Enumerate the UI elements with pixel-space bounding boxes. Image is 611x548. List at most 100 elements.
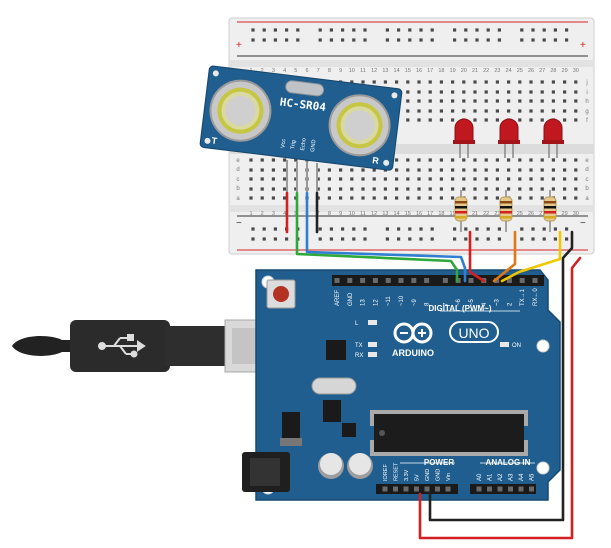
breadboard-hole: [439, 80, 443, 84]
rail-hole: [251, 38, 255, 42]
breadboard-hole: [518, 168, 522, 172]
breadboard-hole: [529, 158, 533, 162]
breadboard-hole: [395, 187, 399, 191]
column-number: 22: [483, 68, 489, 74]
column-number: 10: [349, 211, 355, 217]
rail-plus-sign: +: [580, 40, 586, 51]
breadboard-hole: [417, 80, 421, 84]
breadboard-hole: [540, 90, 544, 94]
breadboard-hole: [574, 99, 578, 103]
capacitor-2: [347, 453, 373, 479]
breadboard-hole: [260, 168, 264, 172]
rail-minus-sign: −: [236, 218, 242, 229]
led-tx-label: TX: [355, 343, 363, 349]
breadboard-hole: [518, 158, 522, 162]
column-number: 3: [272, 211, 275, 217]
header-pin: [360, 278, 366, 283]
breadboard-hole: [563, 187, 567, 191]
led-rx-label: RX: [355, 353, 363, 359]
rail-hole: [486, 237, 490, 241]
breadboard-hole: [473, 196, 477, 200]
power-pin-label: RESET: [394, 462, 400, 481]
sensor-model-label: HC-SR04: [279, 95, 327, 114]
breadboard-hole: [473, 118, 477, 122]
rail-hole: [363, 237, 367, 241]
breadboard-hole: [283, 177, 287, 181]
receiver-transducer: [328, 94, 391, 157]
arduino-logo: ARDUINO UNO: [392, 321, 499, 358]
column-number: 16: [416, 211, 422, 217]
breadboard-hole: [327, 168, 331, 172]
breadboard-hole: [540, 99, 544, 103]
breadboard-hole: [551, 80, 555, 84]
breadboard-hole: [551, 90, 555, 94]
row-letter: a: [236, 196, 240, 202]
breadboard-hole: [462, 90, 466, 94]
breadboard-hole: [350, 80, 354, 84]
breadboard-hole: [451, 177, 455, 181]
rail-hole: [542, 38, 546, 42]
header-pin: [518, 486, 524, 492]
rail-hole: [475, 237, 479, 241]
header-pin: [506, 278, 512, 283]
breadboard-hole: [339, 177, 343, 181]
breadboard-hole: [451, 90, 455, 94]
rail-hole: [397, 38, 401, 42]
header-pin: [334, 278, 340, 283]
row-letter: e: [585, 158, 589, 164]
column-number: 19: [450, 211, 456, 217]
breadboard-hole: [439, 109, 443, 113]
breadboard-hole: [451, 99, 455, 103]
breadboard-hole: [529, 177, 533, 181]
breadboard-hole: [383, 187, 387, 191]
rail-hole: [273, 237, 277, 241]
digital-pin-label: TX→1: [520, 288, 526, 306]
digital-pin-label: 12: [373, 299, 379, 306]
breadboard-hole: [574, 90, 578, 94]
power-pin-label: 3.3V: [404, 469, 410, 481]
column-number: 17: [427, 211, 433, 217]
breadboard-hole: [473, 109, 477, 113]
rail-hole: [385, 227, 389, 231]
analog-pin-label: A1: [488, 473, 494, 481]
breadboard-hole: [451, 109, 455, 113]
row-letter: h: [585, 99, 588, 105]
breadboard-hole: [495, 168, 499, 172]
column-number: 4: [283, 211, 286, 217]
digital-pin-label: ~11: [386, 296, 392, 306]
breadboard-hole: [473, 187, 477, 191]
breadboard-hole: [495, 99, 499, 103]
breadboard-hole: [563, 168, 567, 172]
breadboard-hole: [451, 80, 455, 84]
column-number: 11: [360, 68, 366, 74]
breadboard-hole: [372, 80, 376, 84]
breadboard-hole: [395, 177, 399, 181]
breadboard-hole: [271, 158, 275, 162]
wires: [285, 191, 582, 540]
reset-button[interactable]: [266, 279, 296, 309]
breadboard-hole: [540, 118, 544, 122]
power-pin-label: 5V: [415, 474, 421, 481]
breadboard-hole: [574, 177, 578, 181]
column-number: 23: [494, 211, 500, 217]
analog-pin-label: A2: [498, 473, 504, 481]
breadboard-hole: [372, 168, 376, 172]
rail-hole: [352, 237, 356, 241]
rail-hole: [251, 237, 255, 241]
rail-hole: [251, 227, 255, 231]
breadboard-hole: [495, 187, 499, 191]
rail-hole: [318, 237, 322, 241]
breadboard-hole: [529, 118, 533, 122]
rail-hole: [520, 237, 524, 241]
breadboard-hole: [551, 168, 555, 172]
breadboard-hole: [529, 168, 533, 172]
column-number: 30: [573, 68, 579, 74]
column-number: 20: [461, 68, 467, 74]
breadboard-hole: [473, 99, 477, 103]
column-number: 27: [539, 211, 545, 217]
rail-hole: [251, 28, 255, 32]
breadboard-hole: [406, 168, 410, 172]
digital-pin-label: ~10: [399, 295, 405, 306]
